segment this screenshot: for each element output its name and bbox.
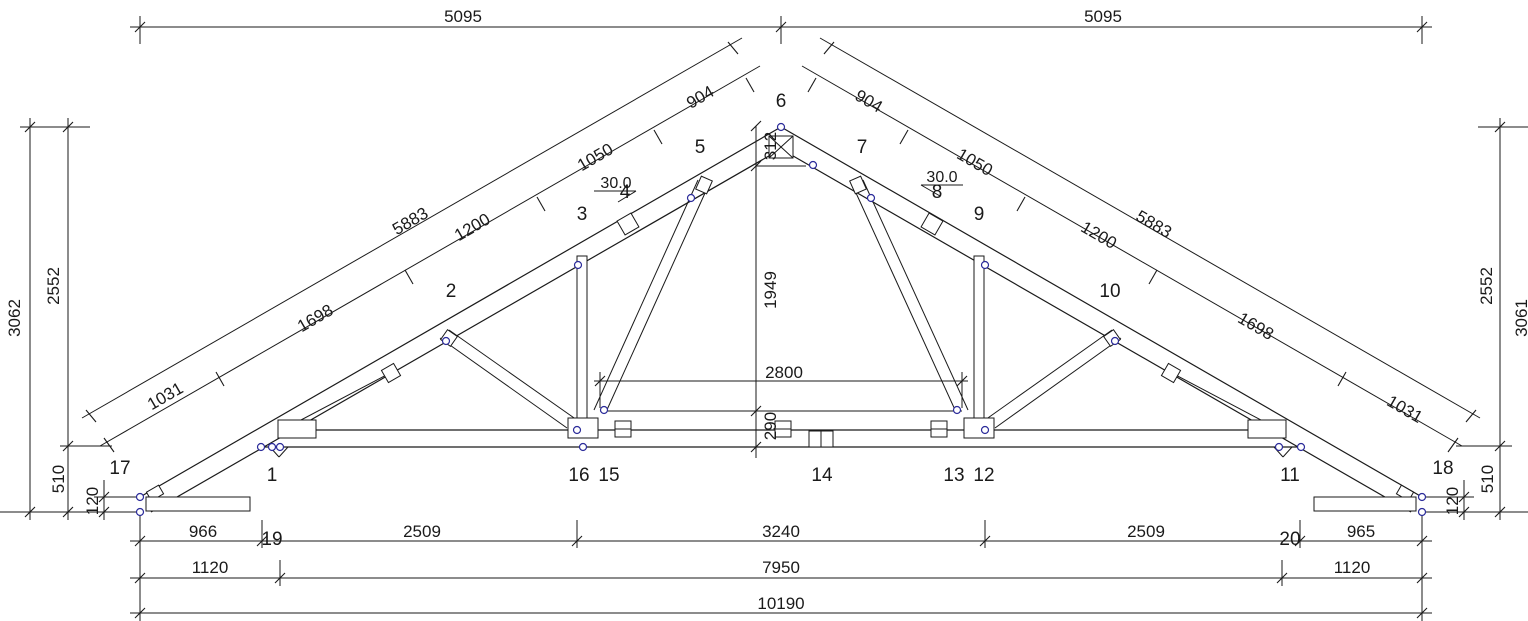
left-vertical-dimension-lines <box>0 118 140 520</box>
dim-left-rafter-seg-2: 1698 <box>294 301 336 336</box>
dim-top-left-half: 5095 <box>444 7 482 26</box>
node-label-16: 16 <box>568 465 589 486</box>
dim-left-height-bottom: 120 <box>83 487 102 515</box>
dim-collar-width: 2800 <box>765 363 803 382</box>
node-label-9: 9 <box>974 204 985 225</box>
dim-bottom-row1-5: 965 <box>1347 522 1375 541</box>
dim-right-height-upper: 2552 <box>1477 267 1496 305</box>
dim-left-height-lower: 510 <box>49 465 68 493</box>
node-label-6: 6 <box>776 91 787 112</box>
node-label-5: 5 <box>695 137 706 158</box>
truss-body <box>139 126 1423 513</box>
left-rafter-dimension-lines <box>81 37 761 453</box>
dim-left-height-upper: 2552 <box>44 267 63 305</box>
angle-markers <box>594 184 963 203</box>
node-label-13: 13 <box>943 465 964 486</box>
dim-left-height-total: 3062 <box>5 299 24 337</box>
node-label-7: 7 <box>857 137 868 158</box>
dim-right-rafter-seg-1: 904 <box>852 86 886 117</box>
node-label-20: 20 <box>1279 529 1300 550</box>
internal-dimension-lines <box>594 120 968 453</box>
node-label-8: 8 <box>932 182 943 203</box>
connector-plates <box>145 175 1417 512</box>
dim-bottom-row1-3: 3240 <box>762 522 800 541</box>
dim-ridge-block: 312 <box>761 132 780 160</box>
node-label-11: 11 <box>1280 465 1300 486</box>
node-label-15: 15 <box>598 465 619 486</box>
dim-bottom-row2-3: 1120 <box>1334 558 1371 577</box>
node-label-4: 4 <box>620 182 631 203</box>
node-label-1: 1 <box>267 465 278 486</box>
dim-bottom-row2-2: 7950 <box>762 558 800 577</box>
dim-bottom-row1-4: 2509 <box>1127 522 1165 541</box>
dim-left-rafter-seg-4: 1050 <box>574 140 616 175</box>
node-label-18: 18 <box>1432 458 1453 479</box>
dim-right-height-total: 3061 <box>1512 299 1528 337</box>
dim-left-rafter-total: 5883 <box>389 204 431 239</box>
right-vertical-dimension-lines <box>1422 118 1528 520</box>
node-label-10: 10 <box>1099 281 1120 302</box>
dim-right-height-lower: 510 <box>1478 465 1497 493</box>
bottom-dimension-lines <box>130 516 1432 621</box>
dim-right-height-bottom: 120 <box>1443 487 1462 515</box>
dim-right-rafter-seg-4: 1698 <box>1235 309 1277 344</box>
node-label-19: 19 <box>261 529 282 550</box>
node-label-3: 3 <box>577 204 588 225</box>
dim-chord-depth: 290 <box>761 412 780 440</box>
angle-left: 30.0 <box>600 175 631 192</box>
dim-top-right-half: 5095 <box>1084 7 1122 26</box>
dim-right-rafter-seg-3: 1200 <box>1078 218 1120 253</box>
node-label-12: 12 <box>973 465 994 486</box>
node-holes <box>135 122 1427 517</box>
dim-bottom-total: 10190 <box>757 594 804 613</box>
dim-bottom-row2-1: 1120 <box>192 558 229 577</box>
dim-bottom-row1-2: 2509 <box>403 522 441 541</box>
node-label-2: 2 <box>446 281 457 302</box>
angle-right: 30.0 <box>926 169 957 186</box>
node-label-17: 17 <box>109 458 130 479</box>
dim-center-height: 1949 <box>761 271 780 309</box>
right-rafter-dimension-lines <box>801 37 1481 453</box>
top-dimension-line <box>130 16 1432 44</box>
dim-left-rafter-seg-3: 1200 <box>451 210 493 245</box>
dim-right-rafter-seg-2: 1050 <box>954 145 996 180</box>
dim-bottom-row1-1: 966 <box>189 522 217 541</box>
dim-right-rafter-total: 5883 <box>1133 207 1175 242</box>
node-label-14: 14 <box>811 465 833 486</box>
dim-left-rafter-seg-5: 904 <box>683 82 717 113</box>
